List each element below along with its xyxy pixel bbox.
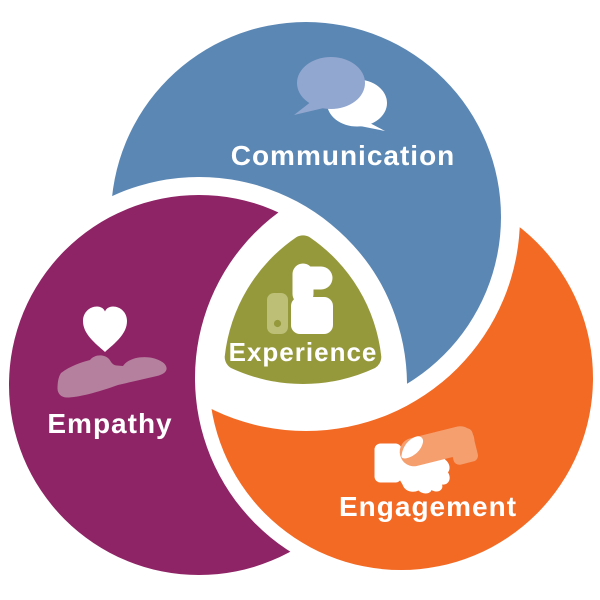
- communication-label: Communication: [231, 140, 456, 171]
- empathy-label: Empathy: [47, 408, 172, 439]
- handshake-right-sleeve: [448, 428, 478, 465]
- speech-bubble-back: [297, 57, 365, 109]
- speech-bubbles-icon: [294, 57, 387, 131]
- thumb-fist: [291, 297, 333, 334]
- thumb-sleeve-button: [273, 319, 282, 328]
- thumb-sleeve: [267, 293, 288, 334]
- heart-icon: [83, 306, 127, 352]
- heart-in-hand-icon: [57, 306, 167, 398]
- engagement-label: Engagement: [339, 491, 517, 522]
- speech-bubble-back-tail: [294, 101, 328, 115]
- handshake-icon: [374, 426, 478, 494]
- open-hand-icon: [57, 355, 167, 398]
- handshake-left-sleeve: [374, 443, 402, 483]
- handshake-left-thumb: [401, 436, 424, 459]
- speech-bubble-front-tail: [355, 121, 385, 131]
- thumbs-up-icon: [267, 263, 333, 334]
- thumb-knuckle: [299, 266, 333, 290]
- experience-label: Experience: [229, 337, 378, 367]
